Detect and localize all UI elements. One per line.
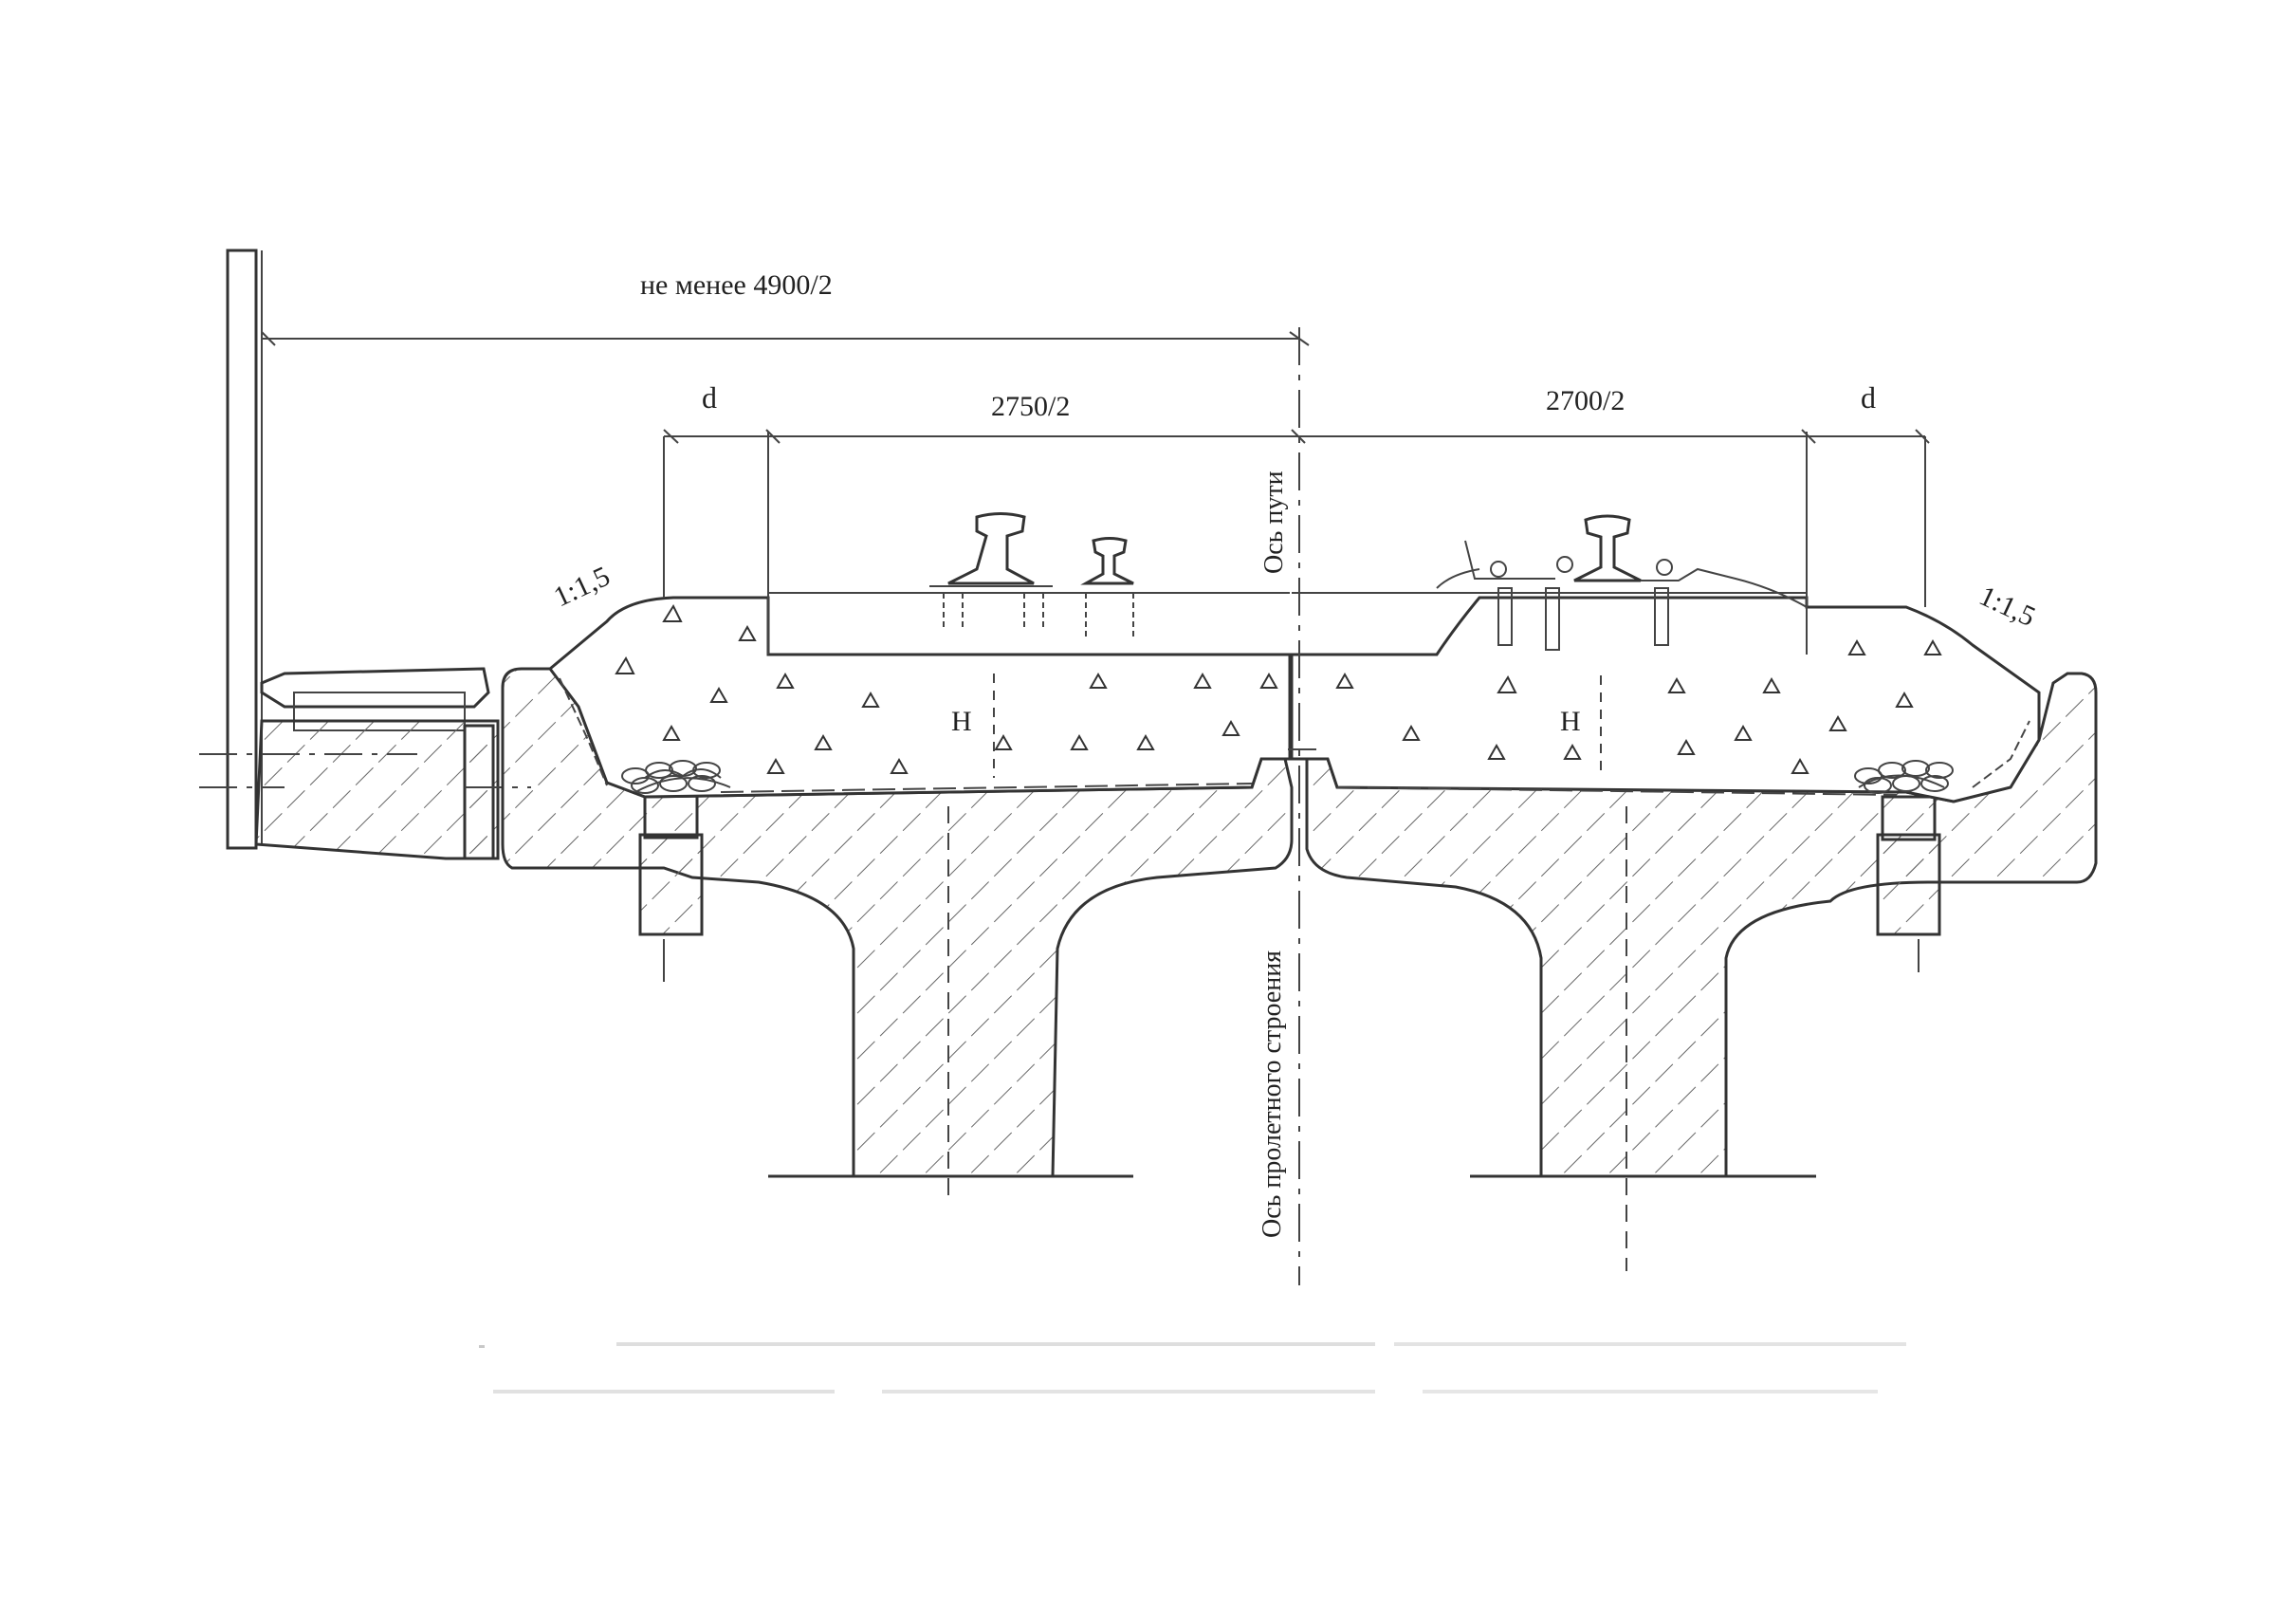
dim-right-label: 2700/2 — [1546, 385, 1625, 416]
rail-left-a — [929, 512, 1053, 631]
railing-post — [226, 249, 263, 850]
h-left-label: H — [951, 706, 972, 737]
deck-slab-left — [501, 667, 1294, 1205]
d-right-label: d — [1861, 380, 1876, 415]
ballast-aggregate-marks — [615, 603, 1942, 774]
sidewalk-block-left — [199, 667, 531, 860]
d-left-label: d — [702, 380, 717, 415]
dim-left-label: 2750/2 — [991, 391, 1070, 422]
tie-box-left — [767, 432, 1290, 655]
deck-slab-right — [1305, 672, 2098, 1271]
h-right-label: H — [1560, 706, 1581, 737]
track-axis-label: Ось пути — [1259, 471, 1289, 574]
rail-right — [1436, 514, 1808, 651]
ballast-prism-left — [547, 596, 1292, 799]
dimension-min-width: не менее 4900/2 — [261, 269, 1310, 346]
min-width-label: не менее 4900/2 — [640, 269, 833, 301]
rail-left-b — [1080, 537, 1134, 640]
slope-right-label: 1:1,5 — [1975, 580, 2040, 633]
stone-pile-left — [621, 760, 721, 794]
slope-left-label: 1:1,5 — [549, 561, 615, 614]
tie-box-right — [1292, 432, 1808, 655]
stone-pile-right — [1854, 760, 1954, 794]
span-axis-label: Ось пролетного строения — [1258, 950, 1287, 1238]
dimension-left-track: 2750/2 d — [663, 380, 1306, 598]
dimension-right-track: 2700/2 d — [1299, 380, 1930, 607]
illegible-caption — [479, 1342, 1906, 1393]
